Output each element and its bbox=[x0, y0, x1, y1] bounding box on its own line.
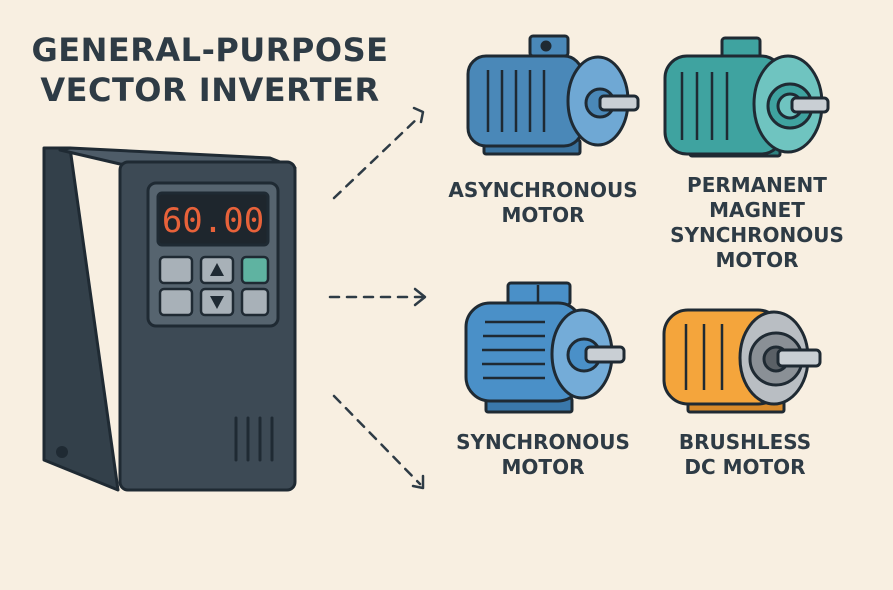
arrow-head-icon bbox=[411, 474, 425, 490]
mounting-hole-icon bbox=[56, 446, 68, 458]
keypad-button-1[interactable] bbox=[158, 255, 194, 285]
pmsm-motor-icon bbox=[663, 36, 830, 158]
arrow-heads bbox=[411, 106, 427, 490]
vent-slots-icon bbox=[234, 416, 274, 462]
keypad-button-4[interactable] bbox=[240, 287, 270, 317]
led-display bbox=[156, 191, 270, 247]
inverter-drive: 60.00 bbox=[42, 146, 297, 492]
asynchronous-motor-icon bbox=[466, 34, 640, 156]
page-title: GENERAL-PURPOSE VECTOR INVERTER bbox=[30, 30, 390, 110]
keypad-button-run[interactable] bbox=[240, 255, 270, 285]
down-arrow-icon bbox=[210, 296, 224, 309]
display-value: 60.00 bbox=[162, 201, 264, 241]
connection-arrows bbox=[328, 114, 424, 486]
motor-label-bldc: BRUSHLESS DC MOTOR bbox=[678, 430, 812, 479]
arrow-to-asynchronous bbox=[332, 114, 422, 200]
motor-label-asynchronous: ASYNCHRONOUS MOTOR bbox=[448, 178, 638, 227]
keypad-button-2[interactable] bbox=[158, 287, 194, 317]
motor-label-synchronous: SYNCHRONOUS MOTOR bbox=[456, 430, 630, 479]
up-arrow-icon bbox=[210, 263, 224, 276]
bldc-motor-icon bbox=[662, 308, 822, 414]
motor-label-pmsm: PERMANENT MAGNET SYNCHRONOUS MOTOR bbox=[670, 173, 844, 272]
arrow-head-icon bbox=[413, 287, 427, 307]
title-line-2: VECTOR INVERTER bbox=[40, 71, 380, 109]
arrow-to-synchronous bbox=[332, 394, 422, 486]
arrow-head-icon bbox=[412, 106, 425, 124]
synchronous-motor-icon bbox=[464, 281, 626, 414]
title-line-1: GENERAL-PURPOSE bbox=[31, 31, 389, 69]
